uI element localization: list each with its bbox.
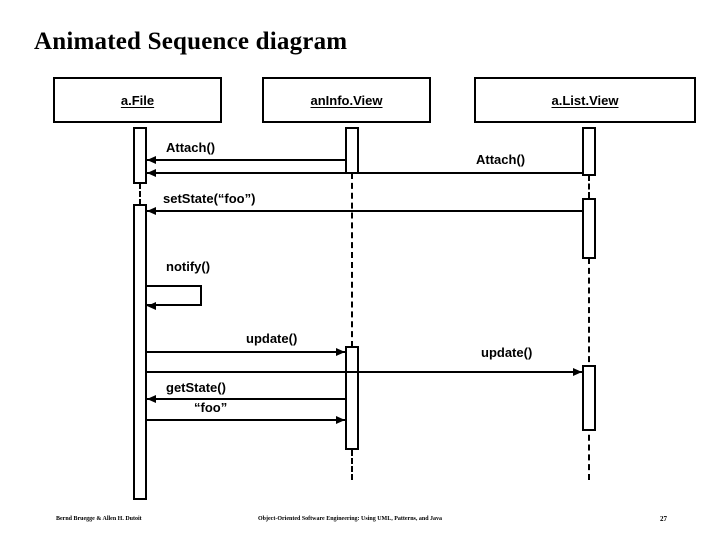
arrow-head-update-1 bbox=[336, 348, 345, 356]
arrow-head-attach-2 bbox=[147, 169, 156, 177]
activation-a-file-1 bbox=[133, 127, 147, 184]
message-label-update-2: update() bbox=[481, 345, 533, 360]
activation-an-info-view-1 bbox=[345, 127, 359, 174]
message-label-notify: notify() bbox=[166, 259, 211, 274]
activation-a-list-view-2 bbox=[582, 198, 596, 259]
message-label-attach-2: Attach() bbox=[476, 152, 526, 167]
message-line-update-2 bbox=[147, 371, 582, 373]
message-label-get-state: getState() bbox=[166, 380, 226, 395]
arrow-head-update-2 bbox=[573, 368, 582, 376]
footer-author: Bernd Bruegge & Allen H. Dutoit bbox=[56, 516, 142, 522]
message-line-attach-1 bbox=[147, 159, 345, 161]
arrow-head-notify bbox=[147, 302, 156, 310]
object-label-an-info-view: anInfo.View bbox=[310, 92, 383, 108]
footer-page-number: 27 bbox=[660, 515, 667, 523]
page-title: Animated Sequence diagram bbox=[34, 28, 348, 55]
object-label-a-list-view: a.List.View bbox=[551, 92, 619, 108]
footer-book-title: Object-Oriented Software Engineering: Us… bbox=[258, 516, 443, 522]
message-label-return-foo: “foo” bbox=[194, 400, 228, 415]
lifeline-an-info-view-upper bbox=[351, 173, 353, 347]
object-box-a-file[interactable]: a.File bbox=[53, 77, 222, 123]
message-label-update-1: update() bbox=[246, 331, 298, 346]
message-line-attach-2 bbox=[147, 172, 582, 174]
lifeline-a-file bbox=[139, 183, 141, 205]
arrow-head-set-state bbox=[147, 207, 156, 215]
object-box-a-list-view[interactable]: a.List.View bbox=[474, 77, 696, 123]
activation-a-list-view-1 bbox=[582, 127, 596, 176]
activation-a-file-2 bbox=[133, 204, 147, 500]
message-label-attach-1: Attach() bbox=[166, 140, 216, 155]
self-call-notify bbox=[147, 285, 202, 306]
lifeline-an-info-view-lower bbox=[351, 450, 353, 480]
object-label-a-file: a.File bbox=[120, 92, 155, 108]
message-label-set-state: setState(“foo”) bbox=[163, 191, 256, 206]
lifeline-a-list-view-upper bbox=[588, 175, 590, 198]
object-box-an-info-view[interactable]: anInfo.View bbox=[262, 77, 431, 123]
activation-a-list-view-3 bbox=[582, 365, 596, 431]
arrow-head-return-foo bbox=[336, 416, 345, 424]
message-line-update-1 bbox=[147, 351, 345, 353]
arrow-head-attach-1 bbox=[147, 156, 156, 164]
message-line-set-state bbox=[147, 210, 582, 212]
arrow-head-get-state bbox=[147, 395, 156, 403]
activation-an-info-view-2 bbox=[345, 346, 359, 450]
message-line-get-state bbox=[147, 398, 345, 400]
message-line-return-foo bbox=[147, 419, 345, 421]
